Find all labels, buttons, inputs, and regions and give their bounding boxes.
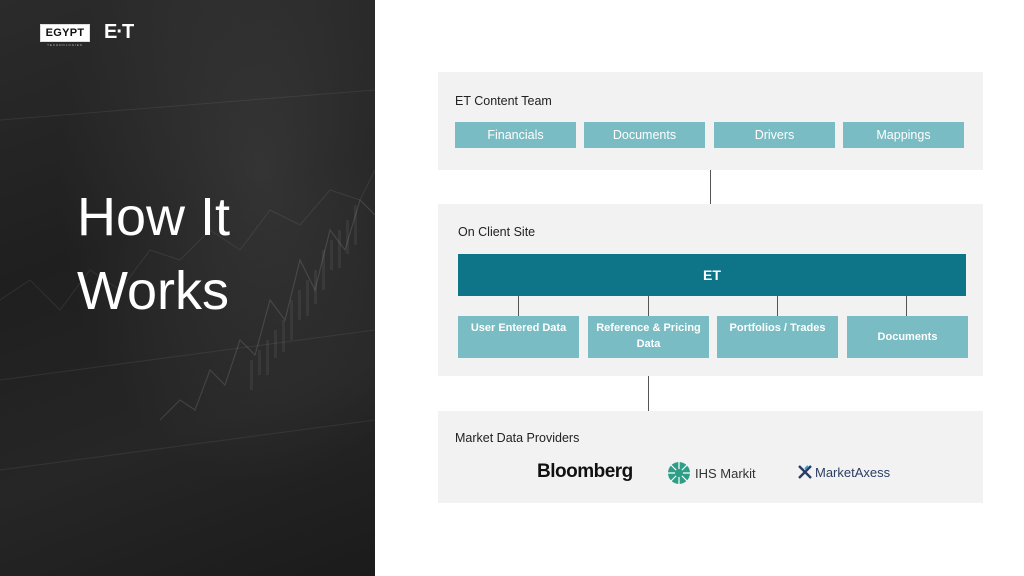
tag-documents: Documents [584,122,705,148]
connector-team-to-client [710,170,711,204]
left-panel: EGYPT TECHNOLOGIES E·T How It Works [0,0,375,576]
ihs-markit-icon [668,462,690,484]
tag-financials: Financials [455,122,576,148]
connector-et-to-documents [906,296,907,316]
marketaxess-text: MarketAxess [815,464,891,480]
content-team-panel [438,72,983,170]
bloomberg-text: Bloomberg [537,461,633,482]
et-platform-bar: ET [458,254,966,296]
bloomberg-logo: Bloomberg [537,461,633,483]
logo-text: EGYPT [45,27,85,39]
title-line-2: Works [77,261,230,321]
marketaxess-icon [798,465,812,479]
market-data-panel [438,411,983,503]
connector-et-to-pricing [648,296,649,316]
ihs-markit-text: IHS Markit [695,465,756,481]
box-user-entered-data: User Entered Data [458,316,579,358]
box-portfolios-trades: Portfolios / Trades [717,316,838,358]
slide-title: How It Works [77,180,337,328]
tag-drivers: Drivers [714,122,835,148]
logo-subtitle: TECHNOLOGIES [47,43,83,47]
marketaxess-logo: MarketAxess [797,464,890,480]
connector-et-to-portfolios [777,296,778,316]
box-documents: Documents [847,316,968,358]
box-reference-pricing-data: Reference & Pricing Data [588,316,709,358]
market-data-label: Market Data Providers [455,431,580,445]
connector-pricing-to-providers [648,358,649,411]
egypt-technologies-logo: EGYPT [40,24,90,42]
tag-mappings: Mappings [843,122,964,148]
connector-et-to-user-data [518,296,519,316]
content-team-label: ET Content Team [455,94,552,108]
stock-chart-background [0,89,375,471]
client-site-label: On Client Site [458,225,536,239]
et-logo: E·T [104,21,134,43]
ihs-markit-logo: IHS Markit [667,461,756,485]
title-line-1: How It [77,187,231,247]
